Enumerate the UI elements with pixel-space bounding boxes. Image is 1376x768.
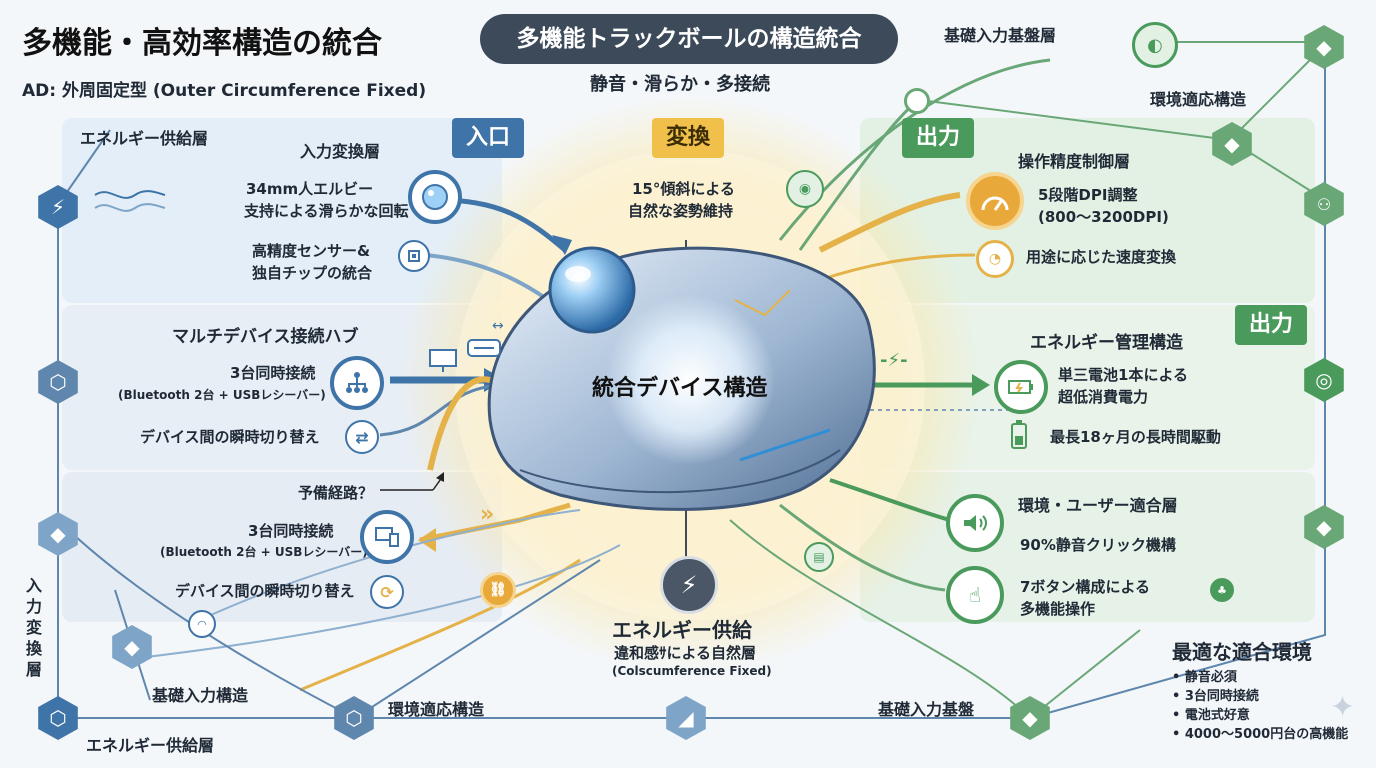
battery-line1: 単三電池1本による	[1058, 366, 1188, 384]
silent-click-label: 90%静音クリック機構	[1020, 536, 1176, 554]
swap-icon: ⇄	[345, 420, 379, 454]
hex-node-left-mid: ⬡	[38, 360, 78, 404]
target-node-icon: ◐	[1132, 22, 1178, 68]
hub-title: マルチデバイス接続ハブ	[172, 327, 359, 347]
energy-mgmt-title: エネルギー管理構造	[1030, 333, 1183, 353]
share-node-icon: ⚇	[1304, 182, 1344, 226]
chat-bubble-icon	[467, 339, 501, 357]
energy-supply-bottom-label: エネルギー供給層	[86, 736, 215, 755]
best-env-title: 最適な適合環境	[1172, 640, 1312, 664]
ball-support-line2: 支持による滑らかな回転	[244, 202, 409, 220]
integrated-device-label: 統合デバイス構造	[592, 376, 768, 401]
hub-switch-label: デバイス間の瞬時切り替え	[140, 428, 320, 446]
chip-icon	[398, 240, 430, 272]
battery-life-label: 最長18ヶ月の長時間駆動	[1050, 428, 1221, 446]
list-item: • 静音必須	[1172, 670, 1237, 685]
wave-icon	[94, 190, 166, 212]
section-tag-output: 出力	[902, 118, 975, 158]
top-connector-icon	[904, 88, 930, 114]
gauge-icon	[966, 172, 1024, 230]
cube-node-right-env: ◆	[1212, 122, 1252, 166]
speed-gauge-icon: ◔	[976, 240, 1014, 278]
tilt-line2: 自然な姿勢維持	[628, 202, 734, 220]
hand-click-icon: ☝	[946, 566, 1004, 624]
devices-icon	[360, 510, 414, 564]
doc-icon: ▤	[804, 542, 834, 572]
backup-arrow-icon	[380, 472, 444, 491]
precision-control-title: 操作精度制御層	[1018, 152, 1131, 171]
double-arrow-icon: ↔	[492, 318, 504, 334]
hex-node-right-mid: ◎	[1304, 358, 1344, 402]
ball-support-line1: 34mm人エルビー	[246, 180, 374, 198]
double-chevron-icon: »	[480, 502, 495, 527]
energy-layer-label: エネルギー供給層	[80, 129, 209, 148]
hub2-line2: (Bluetooth 2台 + USBレシーバー)	[160, 545, 368, 559]
link-icon: ⛓	[480, 572, 516, 608]
hub-line1: 3台同時接続	[230, 364, 316, 382]
section-tag-output-2: 出力	[1235, 305, 1308, 345]
env-user-layer-title: 環境・ユーザー適合層	[1018, 496, 1178, 515]
page-title: 多機能・高効率構造の統合	[22, 26, 382, 61]
env-adapt-bottom-label: 環境適応構造	[388, 700, 485, 719]
sparkle-icon: ✦	[1330, 690, 1356, 725]
buttons-line2: 多機能操作	[1020, 600, 1096, 618]
list-item: • 電池式好意	[1172, 708, 1250, 723]
battery-level-icon	[1011, 420, 1027, 449]
base-layer-top-label: 基礎入力基盤層	[944, 26, 1057, 45]
network-hub-icon	[330, 356, 384, 410]
monitor-icon	[429, 349, 457, 372]
buttons-line1: 7ボタン構成による	[1020, 578, 1150, 596]
diagram-title-pill: 多機能トラックボールの構造統合	[480, 14, 898, 64]
best-env-list: • 静音必須 • 3台同時接続 • 電池式好意 • 4000〜5000円台の高機…	[1172, 668, 1348, 744]
dpi-line1: 5段階DPI調整	[1038, 186, 1138, 204]
tagline: 静音・滑らか・多接続	[590, 74, 770, 95]
energy-lightning-icon: ⚡	[660, 556, 718, 614]
backup-path-label: 予備経路？	[298, 484, 374, 502]
battery-icon	[994, 360, 1048, 414]
trackball-icon	[408, 170, 462, 224]
refresh-icon: ⟳	[370, 575, 404, 609]
hub2-line1: 3台同時接続	[248, 522, 334, 540]
input-conv-layer-label: 入力変換層	[300, 142, 381, 161]
speed-conversion-label: 用途に応じた速度変換	[1026, 248, 1177, 266]
section-tag-input: 入口	[452, 118, 525, 158]
list-item: • 3台同時接続	[1172, 689, 1259, 704]
wifi-icon: ◠	[188, 610, 216, 638]
cube-node-top-right: ◆	[1304, 25, 1344, 69]
battery-line2: 超低消費電力	[1058, 388, 1149, 406]
tilt-line1: 15°傾斜による	[632, 180, 735, 198]
charge-arrow-icon: -⚡-	[880, 350, 908, 371]
sensor-line2: 独自チップの統合	[252, 264, 373, 282]
sensor-line1: 高精度センサー&	[252, 242, 371, 260]
speaker-icon	[946, 494, 1004, 552]
eye-icon: ◉	[786, 170, 824, 208]
base-input-bottom-label: 基礎入力基盤	[878, 700, 975, 719]
env-adapt-top-label: 環境適応構造	[1150, 90, 1247, 109]
cube-node-right-low: ◆	[1304, 505, 1344, 549]
energy-supply-title: エネルギー供給	[612, 618, 752, 642]
vertical-input-label: 入 力 変 換 層	[25, 576, 42, 679]
dpi-line2: (800〜3200DPI)	[1038, 208, 1169, 226]
energy-supply-line1: 違和感ｻによる自然層	[614, 644, 757, 662]
energy-supply-line2: (Colscumference Fixed)	[612, 664, 772, 678]
hub-line2: (Bluetooth 2台 + USBレシーバー)	[118, 388, 326, 402]
base-input-structure-label: 基礎入力構造	[152, 686, 249, 705]
section-tag-convert: 変換	[652, 118, 725, 158]
page-subtitle: AD: 外周固定型 (Outer Circumference Fixed)	[22, 81, 427, 101]
list-item: • 4000〜5000円台の高機能	[1172, 727, 1349, 742]
tree-node-icon: ♣	[1210, 578, 1234, 602]
hub2-switch-label: デバイス間の瞬時切り替え	[175, 582, 355, 600]
